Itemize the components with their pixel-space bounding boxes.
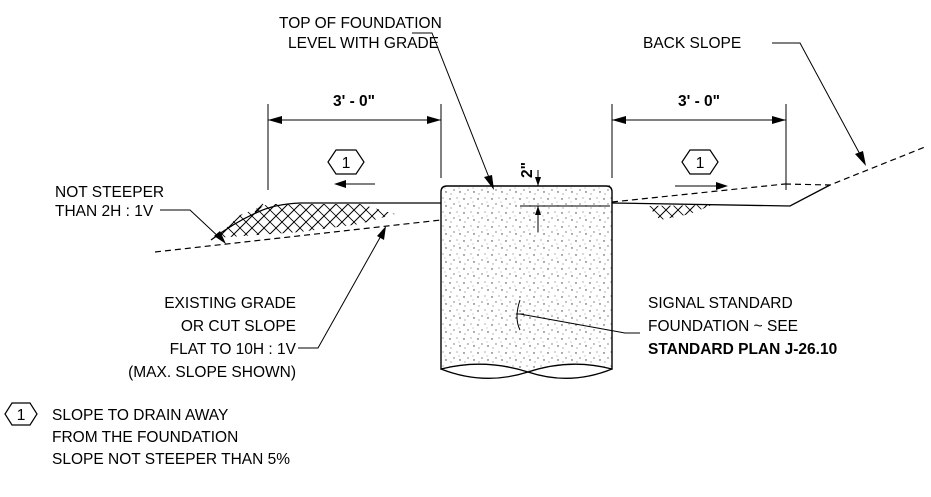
label-back-slope: BACK SLOPE [643, 35, 741, 52]
legend-line-3: SLOPE NOT STEEPER THAN 5% [52, 451, 290, 468]
leader-back-slope [772, 42, 863, 159]
label-existing-1: EXISTING GRADE [164, 295, 296, 312]
legend-line-2: FROM THE FOUNDATION [52, 429, 238, 446]
legend-line-1: SLOPE TO DRAIN AWAY [52, 407, 228, 424]
earth-fill-left [215, 204, 395, 238]
leader-signal-standard [519, 313, 640, 334]
finished-grade-left [210, 202, 441, 241]
label-signal-3: STANDARD PLAN J-26.10 [648, 341, 837, 358]
label-not-steeper-2: THAN 2H : 1V [55, 203, 154, 220]
foundation-shaft [440, 185, 613, 373]
dim-2in-label: 2" [519, 162, 536, 178]
leader-top-of-foundation [412, 32, 491, 181]
label-existing-3: FLAT TO 10H : 1V [170, 341, 297, 358]
label-signal-2: FOUNDATION ~ SEE [648, 318, 798, 335]
dim-right-label: 3' - 0" [678, 93, 720, 110]
foundation-break-arc [440, 368, 613, 379]
svg-text:1: 1 [342, 155, 351, 172]
svg-text:1: 1 [696, 155, 705, 172]
earth-fill-right [648, 205, 712, 220]
leader-not-steeper [160, 209, 223, 241]
label-top-of-foundation-2: LEVEL WITH GRADE [288, 35, 439, 52]
back-slope-line [784, 146, 926, 186]
note-marker-left: 1 [327, 149, 375, 188]
existing-grade-line [154, 183, 786, 253]
label-existing-4: (MAX. SLOPE SHOWN) [128, 364, 296, 381]
legend-note: 1 SLOPE TO DRAIN AWAY FROM THE FOUNDATIO… [4, 402, 290, 468]
label-top-of-foundation-1: TOP OF FOUNDATION [279, 15, 442, 32]
dim-left-label: 3' - 0" [333, 93, 375, 110]
label-existing-2: OR CUT SLOPE [181, 318, 296, 335]
finished-grade-right [611, 184, 831, 207]
label-not-steeper-1: NOT STEEPER [55, 184, 164, 201]
legend-marker: 1 [17, 407, 26, 424]
leader-existing-grade [298, 233, 383, 349]
note-marker-right: 1 [675, 149, 728, 190]
label-signal-1: SIGNAL STANDARD [648, 295, 793, 312]
